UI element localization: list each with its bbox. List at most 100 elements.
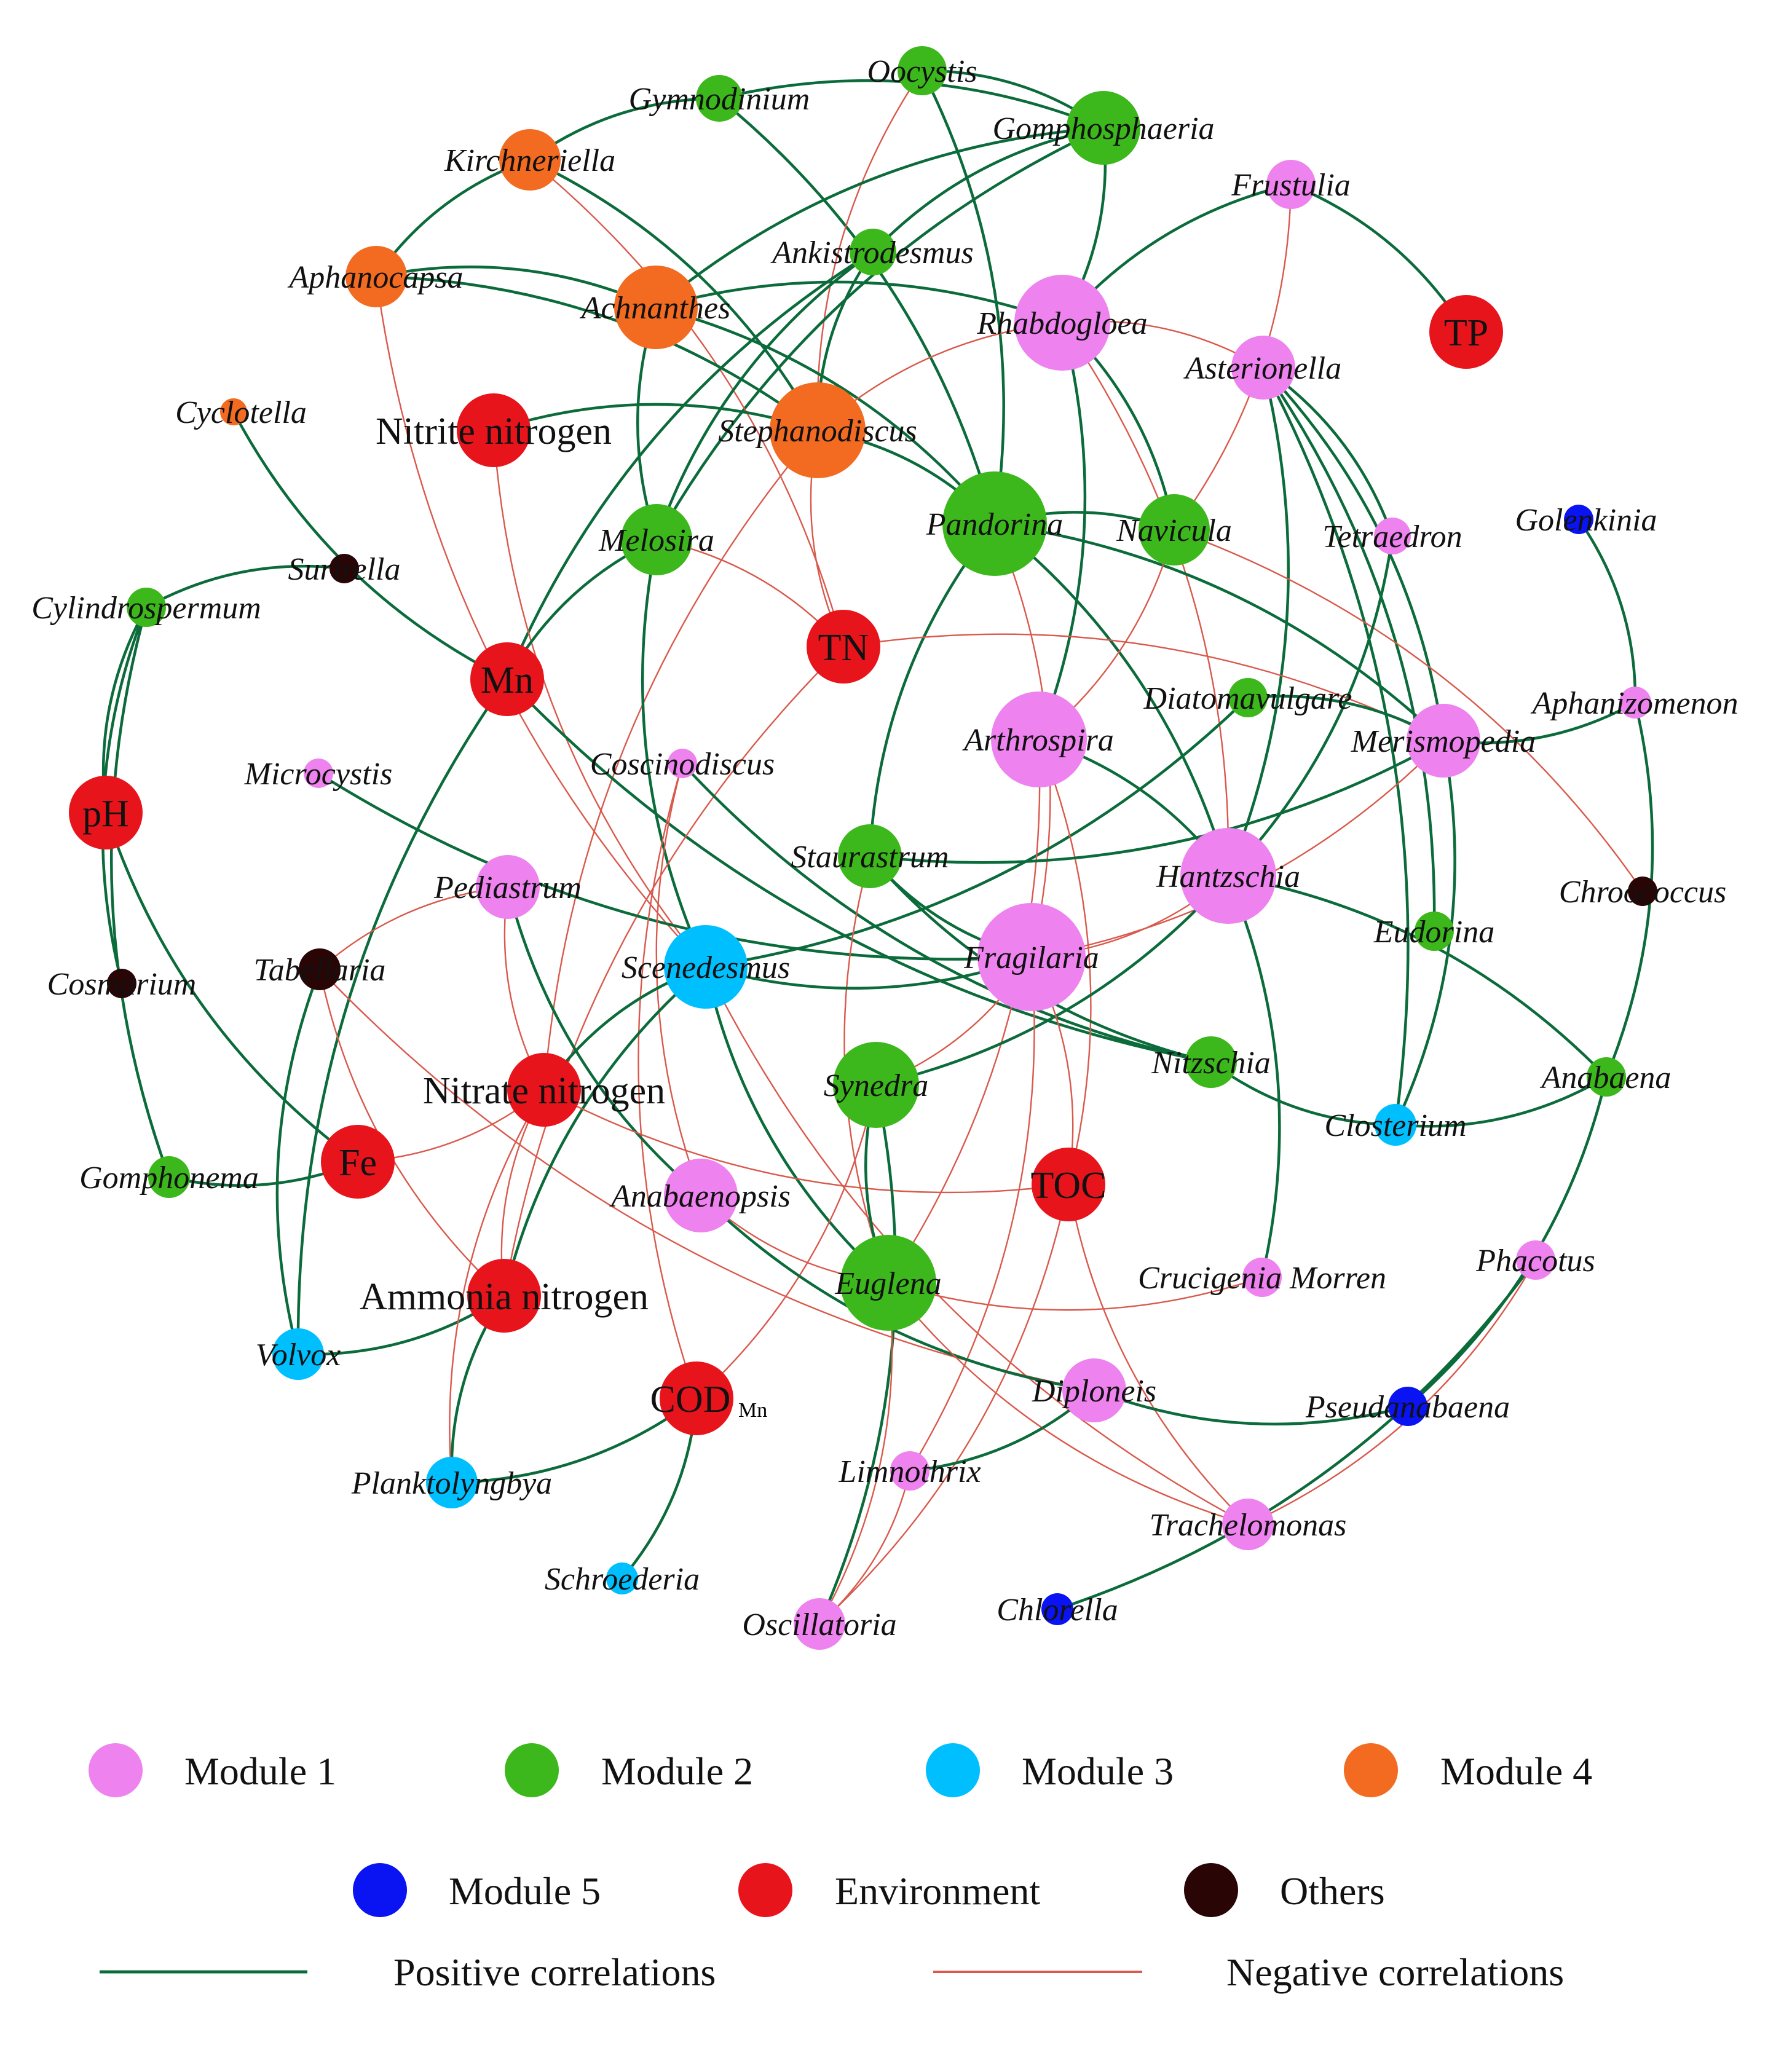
node-Aphanizomenon: Aphanizomenon: [1530, 686, 1738, 721]
node-circle-Mn: [470, 642, 544, 716]
node-circle-CODMn: [660, 1361, 733, 1435]
node-circle-Chroococcus: [1628, 877, 1657, 906]
node-circle-Planktolyngbya: [426, 1457, 478, 1508]
node-Cyclotella: Cyclotella: [175, 395, 307, 430]
node-Arthrospira: Arthrospira: [962, 692, 1114, 787]
node-label-Volvox: Volvox: [256, 1338, 341, 1373]
legend-label-module2: Module 2: [601, 1749, 753, 1793]
positive-edge-Anabaena-Closterium: [1395, 1076, 1608, 1128]
node-circle-Eudorina: [1415, 912, 1454, 951]
node-label-Aphanocapsa: Aphanocapsa: [287, 260, 463, 295]
node-circle-Hantzschia: [1180, 828, 1276, 924]
node-Fe: Fe: [321, 1125, 395, 1199]
positive-edge-Cylindrospermum-Gomphonema: [109, 607, 171, 1178]
legend-label-module1: Module 1: [184, 1749, 336, 1793]
node-circle-Euglena: [840, 1235, 936, 1331]
positive-edge-Gomphosphaeria-Achnanthes: [655, 126, 1104, 309]
node-circle-Diatomavulgare: [1228, 678, 1268, 717]
node-circle-Chlorella: [1041, 1593, 1073, 1625]
node-Staurastrum: Staurastrum: [791, 824, 949, 888]
node-Nitrite: Nitrite nitrogen: [376, 393, 612, 467]
node-circle-TOC: [1032, 1148, 1105, 1221]
node-Ankistrodesmus: Ankistrodesmus: [770, 229, 974, 275]
node-circle-Schroederia: [606, 1562, 638, 1594]
legend-swatch-others: [1184, 1863, 1238, 1917]
node-label-Schroederia: Schroederia: [545, 1562, 700, 1597]
node-Pseudanabaena: Pseudanabaena: [1305, 1387, 1510, 1426]
node-Asterionella: Asterionella: [1183, 336, 1341, 400]
node-circle-Stephanodiscus: [770, 382, 866, 478]
node-Limnothrix: Limnothrix: [838, 1451, 981, 1491]
positive-edge-Diatomavulgare-Scenedesmus: [705, 696, 1249, 969]
positive-edge-Surirella-Cylindrospermum: [145, 564, 345, 609]
positive-edge-Aphanocapsa-Stephanodiscus: [376, 275, 819, 431]
negative-edge-Planktolyngbya-Nitrate: [449, 1089, 545, 1483]
node-label-Crucigenia: Crucigenia Morren: [1138, 1261, 1386, 1296]
node-TN: TN: [807, 610, 880, 684]
positive-edge-Achnanthes-Rhabdogloea: [655, 280, 1063, 325]
positive-edge-Ankistrodesmus-Mn: [505, 251, 874, 680]
legend-label-module5: Module 5: [449, 1869, 601, 1913]
node-circle-Fragilaria: [977, 903, 1086, 1011]
node-Tetraedron: Tetraedron: [1322, 518, 1462, 554]
node-Gymnodinium: Gymnodinium: [629, 75, 810, 122]
node-label-TOC: TOC: [1031, 1165, 1107, 1207]
positive-edge-Pandorina-Hantzschia: [993, 522, 1230, 877]
node-label-Staurastrum: Staurastrum: [791, 840, 949, 875]
node-circle-Diploneis: [1062, 1358, 1126, 1422]
positive-edge-Asterionella-Eudorina: [1262, 366, 1436, 932]
node-TOC: TOC: [1031, 1148, 1107, 1221]
node-Pediastrum: Pediastrum: [433, 855, 582, 919]
positive-edge-Synedra-Oscillatoria: [818, 1084, 897, 1625]
node-circle-Crucigenia: [1242, 1258, 1282, 1297]
node-circle-Aphanocapsa: [345, 246, 407, 307]
node-label-Nitrite: Nitrite nitrogen: [376, 411, 612, 452]
node-circle-Nitrate: [507, 1053, 581, 1127]
node-label-Nitzschia: Nitzschia: [1151, 1046, 1271, 1081]
positive-edge-Melosira-Scenedesmus: [641, 539, 708, 967]
node-label-Diatomavulgare: Diatomavulgare: [1143, 681, 1352, 716]
legend: Module 1 Module 2 Module 3 Module 4 Modu…: [89, 1743, 1592, 1994]
node-Anabaenopsis: Anabaenopsis: [609, 1159, 791, 1232]
node-Nitzschia: Nitzschia: [1151, 1036, 1271, 1088]
node-Tabellaria: Tabellaria: [254, 948, 385, 990]
node-label-Fe: Fe: [339, 1142, 377, 1184]
node-circle-Gymnodinium: [696, 75, 743, 122]
node-Frustulia: Frustulia: [1231, 160, 1351, 209]
node-label-Arthrospira: Arthrospira: [962, 723, 1114, 758]
node-circle-Merismopedia: [1407, 704, 1480, 778]
node-label-Fragilaria: Fragilaria: [963, 940, 1099, 975]
node-Synedra: Synedra: [824, 1042, 928, 1128]
positive-edge-Microcystis-Fragilaria: [317, 772, 1032, 961]
node-Volvox: Volvox: [256, 1328, 341, 1380]
node-Diploneis: Diploneis: [1032, 1358, 1156, 1422]
negative-edge-TOC-Oscillatoria: [819, 1184, 1070, 1625]
node-label-Chroococcus: Chroococcus: [1559, 875, 1726, 910]
node-circle-Pediastrum: [476, 855, 540, 919]
positive-edge-Scenedesmus-Ammonia: [502, 966, 707, 1296]
negative-edge-Coscinodiscus-CODMn: [637, 763, 698, 1399]
node-label-Synedra: Synedra: [824, 1068, 928, 1103]
node-Achnanthes: Achnanthes: [580, 266, 730, 349]
node-Planktolyngbya: Planktolyngbya: [351, 1457, 552, 1508]
node-Scenedesmus: Scenedesmus: [622, 925, 790, 1009]
positive-edge-Phacotus-Chlorella: [1057, 1259, 1537, 1611]
node-circle-Microcystis: [304, 759, 333, 788]
node-circle-Achnanthes: [614, 266, 698, 349]
node-Hantzschia: Hantzschia: [1156, 828, 1300, 924]
node-Rhabdogloea: Rhabdogloea: [976, 275, 1148, 371]
node-Phacotus: Phacotus: [1475, 1240, 1595, 1280]
node-Coscinodiscus: Coscinodiscus: [590, 747, 775, 782]
node-Closterium: Closterium: [1324, 1104, 1467, 1146]
node-circle-TP: [1429, 295, 1503, 369]
node-label-Gymnodinium: Gymnodinium: [629, 82, 810, 117]
node-label-Ammonia: Ammonia nitrogen: [360, 1276, 649, 1318]
node-Melosira: Melosira: [598, 504, 714, 575]
legend-swatch-environment: [738, 1863, 792, 1917]
node-Trachelomonas: Trachelomonas: [1150, 1499, 1346, 1550]
positive-edge-Nitzschia-Closterium: [1210, 1061, 1396, 1127]
node-label-Mn: Mn: [481, 660, 534, 701]
node-label-Eudorina: Eudorina: [1373, 915, 1494, 950]
legend-label-module4: Module 4: [1440, 1749, 1592, 1793]
